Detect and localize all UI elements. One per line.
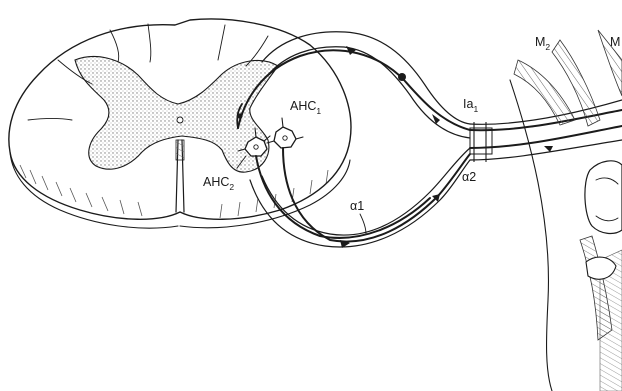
motor-neuron-ahc1 [267, 118, 303, 148]
spinal-cord-cross-section [9, 19, 351, 228]
label-ahc1: AHC1 [290, 99, 321, 116]
label-m2-main: M [535, 35, 545, 49]
peripheral-nerve [470, 100, 622, 162]
label-alpha1: α1 [350, 199, 364, 213]
label-ia1: Ia1 [463, 97, 478, 114]
svg-text:AHC2: AHC2 [203, 175, 234, 192]
label-ahc2-sub: 2 [229, 182, 234, 192]
label-ahc2: AHC2 [203, 175, 234, 192]
dorsal-root-ganglion [398, 73, 406, 81]
label-ahc1-sub: 1 [316, 106, 321, 116]
label-ia1-main: Ia [463, 97, 473, 111]
label-m2: M2 [535, 35, 550, 52]
svg-text:M2: M2 [535, 35, 550, 52]
sensory-neuron [237, 32, 470, 138]
svg-text:AHC1: AHC1 [290, 99, 321, 116]
label-m2-sub: 2 [545, 42, 550, 52]
label-ia1-sub: 1 [473, 104, 478, 114]
ventral-root [250, 148, 470, 248]
label-alpha2: α2 [462, 170, 476, 184]
svg-text:Ia1: Ia1 [463, 97, 478, 114]
label-m1-partial: M [610, 35, 620, 49]
label-ahc2-main: AHC [203, 175, 229, 189]
label-ahc1-main: AHC [290, 99, 316, 113]
